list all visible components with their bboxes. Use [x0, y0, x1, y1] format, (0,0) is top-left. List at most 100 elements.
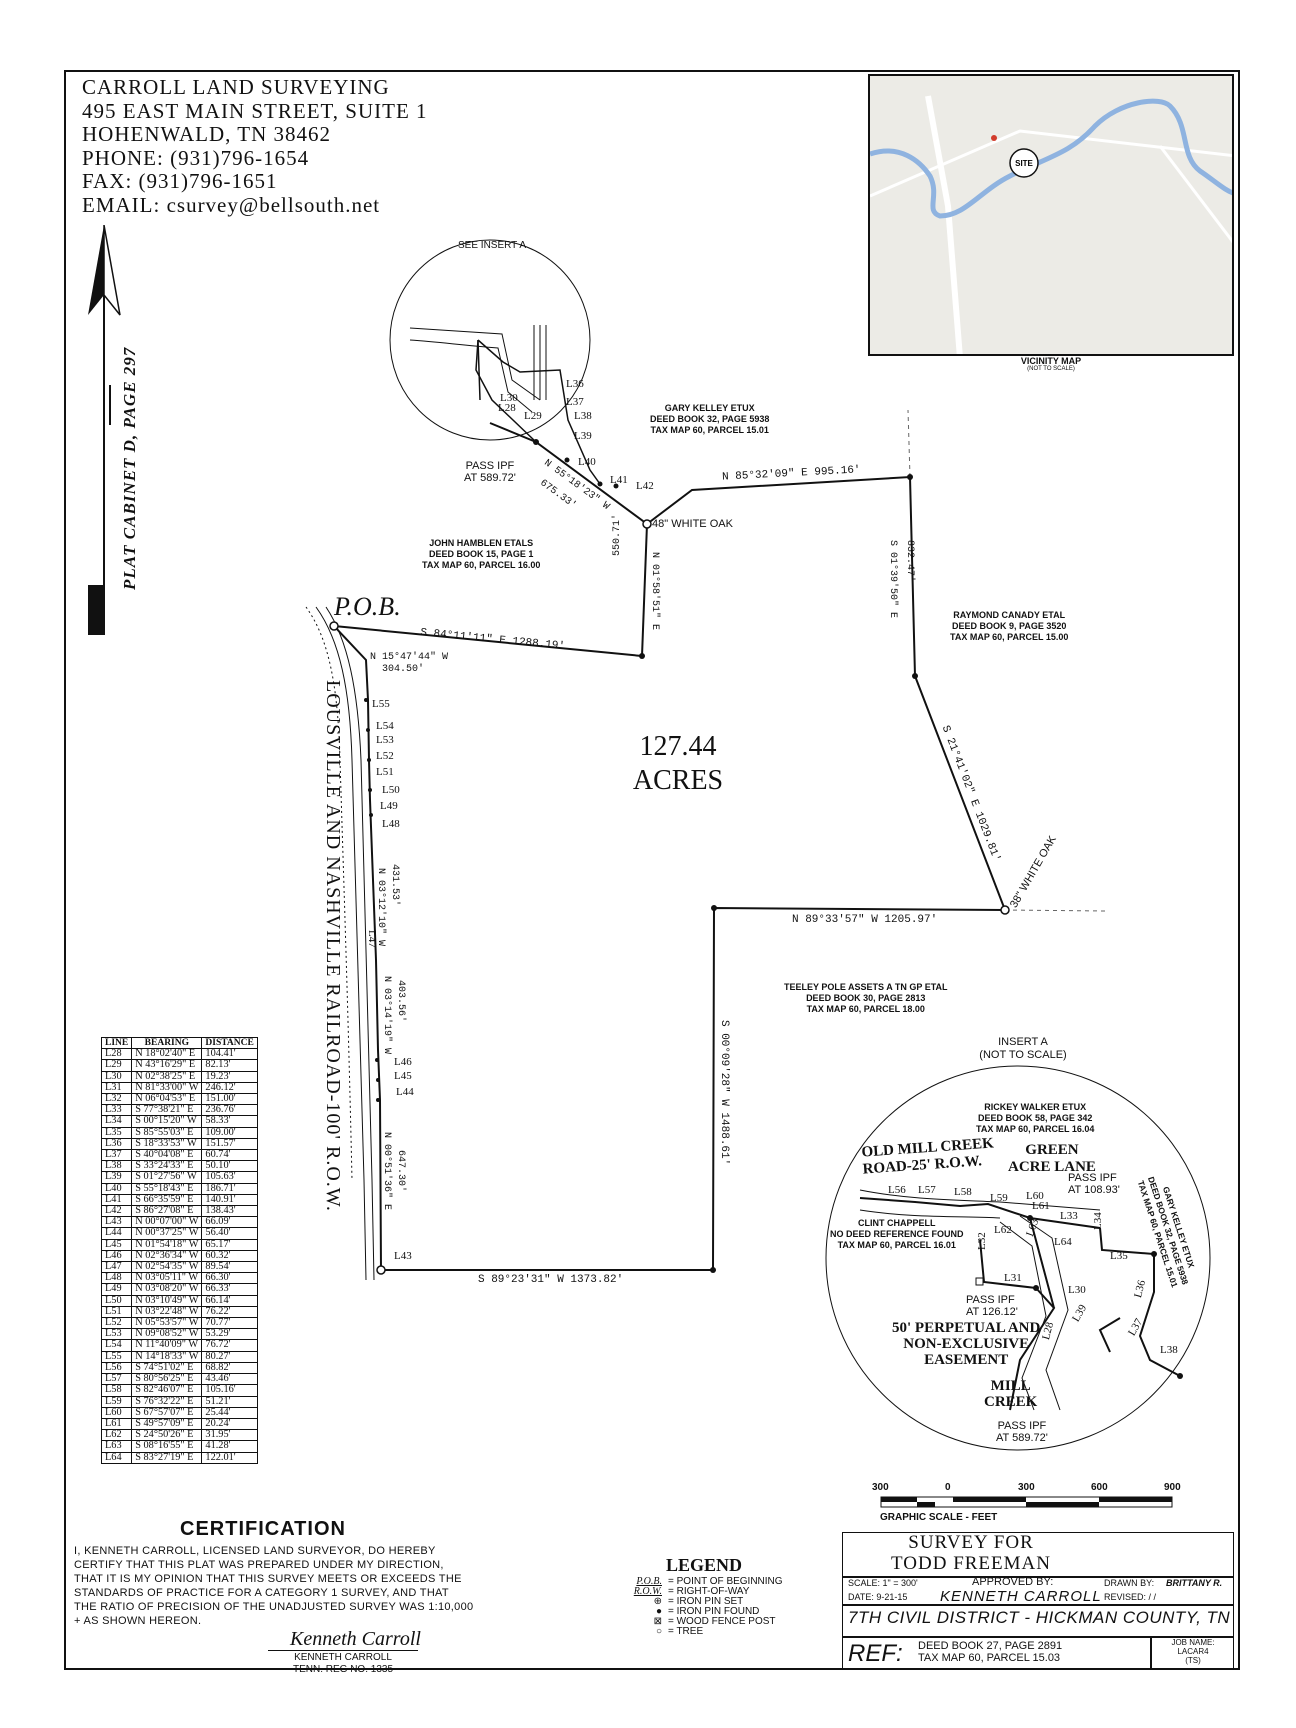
table-cell: 43.46' [201, 1373, 258, 1386]
table-cell: 151.57' [201, 1137, 258, 1151]
insert-line-label: L61 [1032, 1200, 1050, 1212]
call-n15: N 15°47'44" W [370, 652, 449, 663]
insert-line-label: L56 [888, 1184, 906, 1196]
legend-symbol-icon: ⊕ [653, 1596, 662, 1607]
table-cell: S 33°24'33" E [131, 1160, 203, 1173]
ref-tax-map: TAX MAP 60, PARCEL 15.03 [918, 1652, 1061, 1664]
ref-label: REF: [848, 1640, 903, 1667]
company-name: CARROLL LAND SURVEYING [82, 75, 390, 99]
call-n03b-distance: 403.56' [395, 980, 406, 1023]
table-cell: L54 [100, 1339, 133, 1352]
table-cell: 66.14' [201, 1294, 258, 1307]
walker-name: RICKEY WALKER ETUX [984, 1102, 1087, 1112]
site-label: SITE [1015, 159, 1033, 168]
table-cell: N 02°38'25" E [131, 1070, 203, 1083]
mill-creek-label: MILL CREEK [984, 1378, 1037, 1410]
line-label: L30 [500, 392, 518, 404]
table-cell: L52 [100, 1317, 133, 1330]
table-cell: L39 [100, 1171, 133, 1184]
owner-kelley-deed: DEED BOOK 32, PAGE 5938 [650, 414, 770, 424]
vicinity-map-subtitle: (NOT TO SCALE) [1027, 366, 1075, 372]
pass-ipf-main-label: PASS IPF [465, 460, 515, 472]
table-cell: S 83°27'19" E [131, 1451, 203, 1464]
certification-title: CERTIFICATION [180, 1518, 346, 1540]
table-cell: N 11°40'09" W [131, 1339, 203, 1352]
table-cell: 56.40' [201, 1227, 258, 1240]
table-cell: S 24°50'26" E [131, 1429, 203, 1442]
table-cell: N 00°37'25" W [131, 1227, 203, 1240]
table-cell: L50 [100, 1294, 133, 1307]
mill-creek-line1: MILL [990, 1378, 1031, 1394]
legend-text: = RIGHT-OF-WAY [668, 1586, 750, 1597]
job-block: JOB NAME: LACAR4 (TS) [1152, 1638, 1234, 1665]
owner-canady-name: RAYMOND CANADY ETAL [953, 610, 1066, 620]
table-cell: L32 [100, 1093, 133, 1106]
table-cell: L49 [100, 1283, 133, 1296]
insert-owner-chappell: CLINT CHAPPELL NO DEED REFERENCE FOUND T… [830, 1218, 964, 1251]
owner-teeley: TEELEY POLE ASSETS A TN GP ETAL DEED BOO… [784, 982, 948, 1015]
table-cell: N 06°04'53" E [131, 1093, 203, 1106]
company-phone: PHONE: (931)796-1654 [82, 145, 310, 170]
table-cell: N 03°22'48" W [131, 1305, 203, 1319]
line-label: L51 [376, 766, 394, 778]
table-cell: N 03°08'20" W [131, 1283, 203, 1296]
table-cell: 66.33' [201, 1283, 258, 1296]
call-n00-bearing: N 00°51'36" E [381, 1132, 392, 1211]
title-block [842, 1532, 1234, 1670]
table-cell: N 09°08'52" W [131, 1328, 203, 1341]
table-cell: 89.54' [201, 1261, 258, 1274]
table-cell: 53.29' [201, 1328, 258, 1341]
table-cell: N 81°33'00" W [131, 1081, 203, 1095]
table-cell: S 76°32'22" E [131, 1395, 203, 1408]
easement-line1: 50' PERPETUAL AND [892, 1320, 1041, 1336]
line-label: L55 [372, 698, 390, 710]
title-survey-for: SURVEY FOR TODD FREEMAN [842, 1532, 1100, 1574]
approved-label: APPROVED BY: [972, 1576, 1054, 1588]
table-cell: S 82°46'07" E [131, 1384, 203, 1397]
table-cell: L28 [100, 1048, 133, 1061]
line-label: L38 [574, 410, 592, 422]
owner-hamblen-deed: DEED BOOK 15, PAGE 1 [429, 549, 534, 559]
line-label: L41 [610, 474, 628, 486]
scale-tick-label: 600 [1091, 1482, 1108, 1493]
table-cell: L29 [100, 1059, 133, 1072]
legend-item: P.O.B.= POINT OF BEGINNING [626, 1576, 782, 1587]
table-cell: L36 [100, 1137, 133, 1151]
table-cell: S 40°04'08" E [131, 1149, 203, 1162]
table-cell: L62 [100, 1429, 133, 1442]
surveyor-reg: TENN. REG NO. 1335 [292, 1664, 394, 1675]
insert-line-label: L62 [994, 1224, 1012, 1236]
ipf-126-label: PASS IPF [966, 1294, 1015, 1306]
surveyor-name-block: KENNETH CARROLL TENN. REG NO. 1335 [268, 1652, 418, 1676]
table-cell: L35 [100, 1126, 133, 1139]
insert-ipf-126: PASS IPF AT 126.12' [966, 1294, 1018, 1318]
table-cell: S 77°38'21" E [131, 1104, 203, 1117]
scale-tick-label: 300 [1018, 1482, 1035, 1493]
legend-item: ⊕= IRON PIN SET [626, 1597, 783, 1607]
line-label: L36 [566, 378, 584, 390]
owner-canady-parcel: TAX MAP 60, PARCEL 15.00 [950, 632, 1069, 642]
legend-symbol: P.O.B. [636, 1576, 662, 1587]
table-cell: 58.33' [201, 1115, 258, 1128]
table-cell: 186.71' [201, 1182, 258, 1195]
table-cell: 104.41' [201, 1048, 258, 1061]
line-label: L48 [382, 818, 400, 830]
legend-text: = IRON PIN FOUND [668, 1606, 760, 1617]
graphic-scale-bar [880, 1496, 1173, 1508]
owner-teeley-name: TEELEY POLE ASSETS A TN GP ETAL [784, 982, 948, 992]
scale-tick-label: 900 [1164, 1482, 1181, 1493]
call-n03b-bearing: N 03°14'19" W [381, 976, 392, 1055]
plat-cabinet-reference: PLAT CABINET D, PAGE 297 [120, 346, 139, 590]
table-cell: S 80°56'25" E [131, 1373, 203, 1386]
